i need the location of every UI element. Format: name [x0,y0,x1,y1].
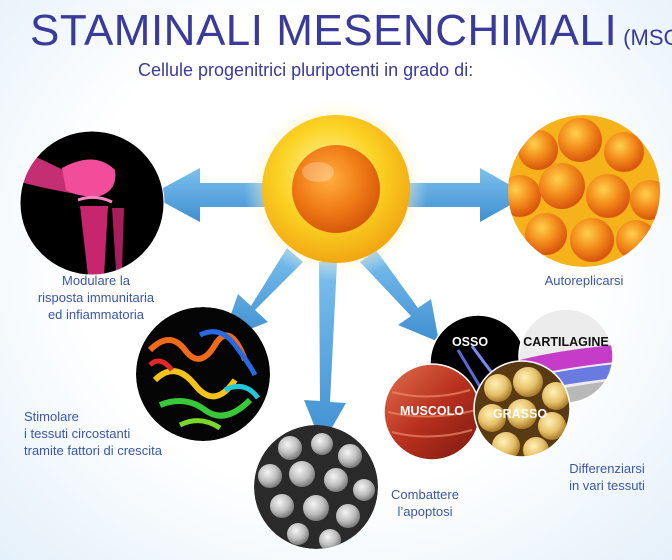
label-differentiation-line-2: in vari tessuti [569,478,645,493]
label-immune-modulation: Modulare la risposta immunitaria ed infi… [8,272,184,323]
tissue-cluster: OSSO CARTILAGINE MUSCOLO [383,308,614,461]
page-title: STAMINALI MESENCHIMALI(MSC) [30,6,672,56]
subtitle: Cellule progenitrici pluripotenti in gra… [138,60,474,80]
grey-cells-image [254,425,378,549]
label-growth-line-1: Stimolare [24,409,79,424]
label-self-renewal: Autoreplicarsi [520,272,648,289]
arrow-right [408,168,528,222]
label-immune-line-2: risposta immunitaria [37,290,155,305]
label-differentiation: Differenziarsi in vari tessuti [552,460,662,494]
title-main: STAMINALI MESENCHIMALI [30,6,618,55]
tissue-cartilage-label: CARTILAGINE [523,335,608,349]
label-apoptosis: Combattere l’apoptosi [380,486,470,520]
tissue-fat-label: GRASSO [493,407,547,421]
tissue-muscle-image [384,364,480,460]
title-abbreviation: (MSC) [623,25,672,50]
label-growth-line-3: tramite fattori di crescita [24,443,162,458]
label-self-renewal-line-1: Autoreplicarsi [544,273,624,288]
label-differentiation-line-1: Differenziarsi [569,461,645,476]
arrow-down-right [360,250,439,342]
tissue-fat-image [474,361,570,457]
label-growth-factors: Stimolare i tessuti circostanti tramite … [24,408,194,459]
label-immune-line-3: ed infiammatoria [47,307,145,322]
arrows [150,168,528,445]
arrow-down-left [222,248,303,340]
tissue-bone-label: OSSO [452,335,488,349]
orange-cells-image [508,115,660,267]
label-growth-line-2: i tessuti circostanti [24,426,131,441]
label-apoptosis-line-2: l’apoptosi [397,504,453,519]
arrow-down [304,262,346,445]
label-apoptosis-line-1: Combattere [391,487,459,502]
protein-structure-image [136,307,270,441]
stem-cell [244,97,428,281]
arrow-left [150,168,265,222]
label-immune-line-1: Modulare la [62,273,130,288]
tissue-muscle-label: MUSCOLO [400,404,464,418]
knee-joint-image [20,131,164,275]
